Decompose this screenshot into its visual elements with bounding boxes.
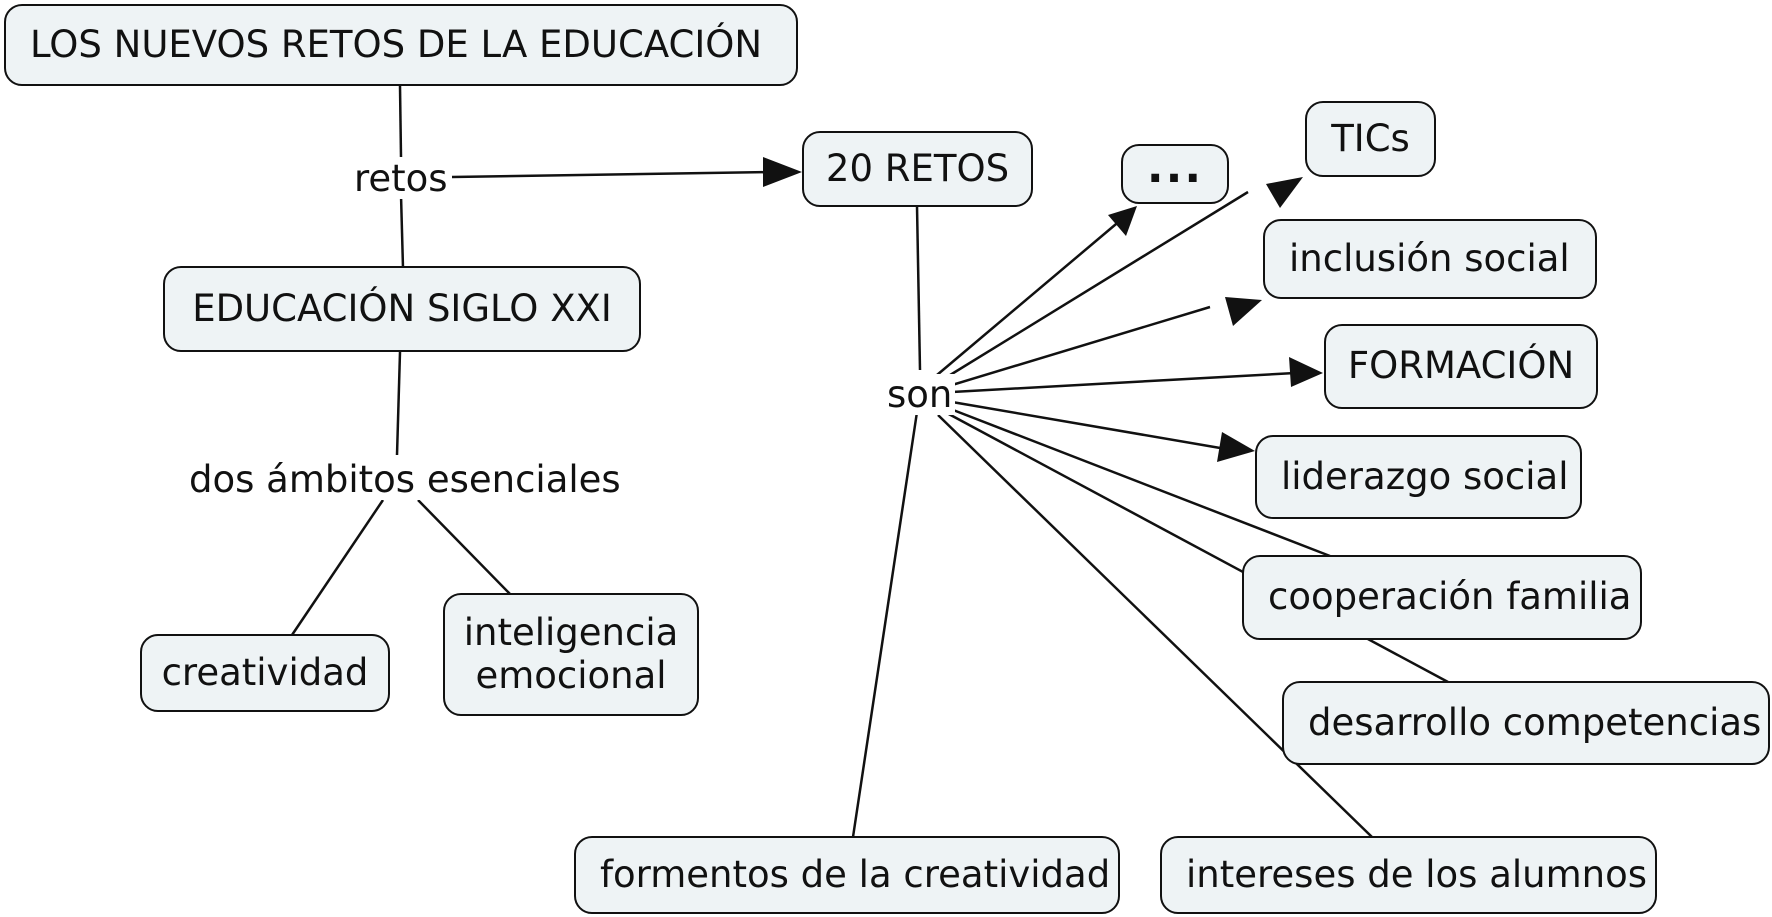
line-son-cooperacion (947, 406, 1331, 558)
node-ellipsis: ... (1121, 141, 1229, 204)
line-son-formentos (851, 411, 919, 838)
node-inteligencia-emocional: inteligencia emocional (443, 593, 699, 716)
node-inclusion-social: inclusión social (1263, 219, 1597, 299)
line-title-retos (398, 85, 403, 158)
link-label-dos-ambitos: dos ámbitos esenciales (186, 459, 624, 500)
link-label-retos: retos (351, 158, 451, 199)
node-title: LOS NUEVOS RETOS DE LA EDUCACIÓN (4, 4, 798, 86)
node-liderazgo-social: liderazgo social (1255, 435, 1582, 519)
line-20retos-son (915, 205, 922, 371)
arrowhead-formacion (1289, 357, 1323, 387)
node-inteligencia-line1: inteligencia (463, 610, 679, 654)
arrowhead-inclusion (1225, 297, 1262, 326)
line-ambitos-inteligencia (417, 499, 511, 595)
node-20-retos: 20 RETOS (802, 131, 1033, 207)
link-label-son: son (884, 374, 956, 415)
node-inteligencia-line2: emocional (475, 653, 667, 697)
node-formentos-creatividad: formentos de la creatividad (574, 836, 1120, 914)
line-son-liderazgo (951, 400, 1227, 451)
node-educacion-siglo-xxi: EDUCACIÓN SIGLO XXI (163, 266, 641, 352)
node-desarrollo-competencias: desarrollo competencias (1282, 681, 1770, 765)
line-son-ellipsis (936, 218, 1123, 376)
line-son-tics (941, 190, 1249, 382)
arrowhead-liderazgo (1217, 432, 1255, 462)
line-ambitos-creatividad (290, 499, 385, 636)
arrowhead-20retos (763, 157, 802, 187)
line-retos-educacion (399, 194, 405, 269)
node-cooperacion-familia: cooperación familia (1242, 555, 1642, 640)
arrowhead-tics (1266, 177, 1303, 208)
node-tics: TICs (1305, 101, 1436, 177)
node-intereses-alumnos: intereses de los alumnos (1160, 836, 1657, 914)
ellipsis-text: ... (1146, 141, 1204, 193)
node-formacion: FORMACIÓN (1324, 324, 1598, 409)
node-creatividad: creatividad (140, 634, 390, 712)
line-son-intereses (937, 414, 1374, 839)
line-educacion-ambitos (395, 351, 402, 456)
line-retos-20retos (451, 170, 776, 179)
line-son-formacion (951, 371, 1296, 394)
line-son-inclusion (951, 305, 1211, 387)
arrowhead-ellipsis (1108, 206, 1137, 236)
